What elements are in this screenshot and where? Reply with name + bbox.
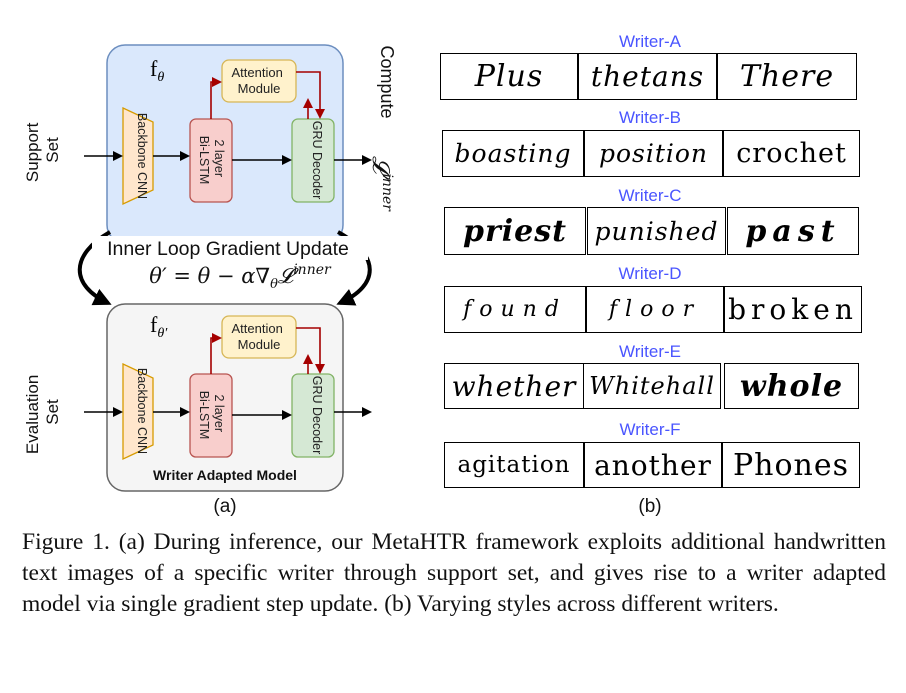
support-set-label-1: Support	[23, 122, 42, 182]
writer-a-label: Writer-A	[618, 32, 681, 51]
meta-model-symbol: fθ	[150, 56, 164, 85]
writer-f-word-1: agitation	[444, 442, 584, 488]
bilstm-label-2: Bi-LSTM	[197, 136, 211, 185]
inner-loss-symbol: 𝓛inner	[367, 156, 395, 212]
writer-b-word-1: boasting	[442, 130, 584, 177]
writer-d-word-1: found	[444, 286, 586, 333]
writer-d-word-3: broken	[724, 286, 862, 333]
inner-loop-title: Inner Loop Gradient Update	[107, 238, 349, 260]
backbone-cnn-adapted	[122, 362, 154, 461]
writer-c-word-1: priest	[444, 207, 586, 255]
bilstm-adapted-label-2: Bi-LSTM	[197, 391, 211, 440]
bilstm-adapted-label-1: 2 layer	[212, 394, 226, 432]
gru-label: GRU Decoder	[310, 121, 324, 200]
writer-adapted-footer: Writer Adapted Model	[153, 467, 297, 483]
writer-b-word-2: position	[584, 130, 723, 177]
writer-b-label: Writer-B	[618, 108, 681, 127]
evaluation-set-label-2: Set	[43, 399, 62, 425]
attention-label-1: Attention	[232, 65, 283, 80]
writer-e-word-1: whether	[444, 363, 584, 409]
writer-c-word-2: punished	[587, 207, 726, 255]
writer-c-label: Writer-C	[618, 186, 682, 205]
writer-a-word-3: There	[717, 53, 857, 100]
svg-text:2 layer Bi-LSTM: 2 layer Bi-LSTM	[197, 136, 226, 185]
writer-d-label: Writer-D	[618, 264, 682, 283]
writer-a-word-1: Plus	[440, 53, 578, 100]
gru-decoder-adapted	[291, 373, 335, 458]
figure-diagram: fθ Attention Module Backbone CNN 2 layer…	[23, 44, 662, 517]
attention-module-adapted	[221, 315, 297, 359]
update-equation: θ′ = θ − α∇θ𝓛inner	[149, 262, 332, 292]
panel-b-label: (b)	[638, 496, 661, 517]
svg-text:2 layer Bi-LSTM: 2 layer Bi-LSTM	[197, 391, 226, 440]
writer-f-label: Writer-F	[619, 420, 681, 439]
backbone-adapted-label: Backbone CNN	[135, 368, 149, 454]
writer-c-word-3: past	[727, 207, 859, 255]
panel-a-label: (a)	[213, 496, 236, 517]
svg-text:Evaluation Set: Evaluation Set	[23, 370, 62, 454]
writer-e-word-2: Whitehall	[583, 363, 721, 409]
bilstm-label-1: 2 layer	[212, 139, 226, 177]
support-set-label-2: Set	[43, 137, 62, 163]
attention-label-2: Module	[238, 81, 281, 96]
gru-adapted-label: GRU Decoder	[310, 376, 324, 455]
writer-a-word-2: thetans	[578, 53, 717, 100]
figure-caption: Figure 1. (a) During inference, our Meta…	[22, 527, 886, 620]
writer-d-word-2: floor	[586, 286, 724, 333]
attention-adapted-label-2: Module	[238, 337, 281, 352]
compute-label: Compute	[377, 45, 397, 118]
writer-e-word-3: whole	[724, 363, 859, 409]
svg-text:Attention Module: Attention Module	[232, 321, 287, 352]
svg-text:Attention Module: Attention Module	[232, 65, 287, 96]
evaluation-set-label-1: Evaluation	[23, 375, 42, 454]
adapted-model-symbol: fθ′	[150, 312, 168, 341]
backbone-label: Backbone CNN	[135, 113, 149, 199]
backbone-cnn	[122, 106, 154, 206]
caption-text: Figure 1. (a) During inference, our Meta…	[22, 529, 886, 617]
writer-e-label: Writer-E	[618, 342, 681, 361]
attention-module	[221, 59, 297, 103]
writer-f-word-2: another	[584, 442, 722, 488]
writer-b-word-3: crochet	[723, 130, 860, 177]
writer-f-word-3: Phones	[722, 442, 860, 488]
attention-adapted-label-1: Attention	[232, 321, 283, 336]
svg-text:Support Set: Support Set	[23, 118, 62, 182]
